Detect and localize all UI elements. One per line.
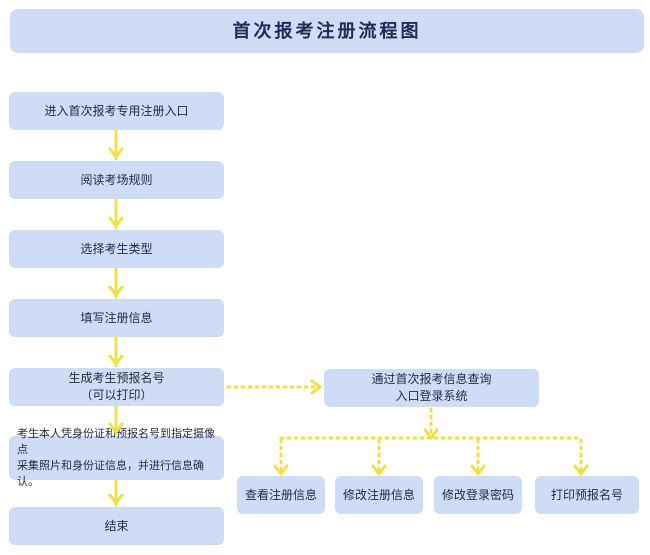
step-read-rules-label: 阅读考场规则 (80, 172, 153, 187)
arrow-5-6-head (108, 422, 124, 434)
drop-password-head (470, 464, 486, 476)
step-read-rules: 阅读考场规则 (9, 161, 224, 199)
option-change-password: 修改登录密码 (434, 476, 522, 514)
step-enter-registration: 进入首次报考专用注册入口 (9, 92, 224, 130)
step-choose-type-label: 选择考生类型 (80, 241, 153, 256)
step-end-label: 结束 (104, 518, 129, 533)
step-generate-number: 生成考生预报名号 （可以打印） (9, 368, 224, 406)
option-print-number-label: 打印预报名号 (550, 487, 623, 502)
step-fill-info-label: 填写注册信息 (80, 310, 153, 325)
arrow-6-7-head (108, 493, 124, 505)
step-enter-registration-label: 进入首次报考专用注册入口 (44, 103, 189, 118)
arrow-3-4-head (108, 285, 124, 297)
query-entry-line1: 通过首次报考信息查询 (371, 372, 492, 386)
option-edit-registration: 修改注册信息 (335, 476, 423, 514)
drop-print-head (573, 464, 589, 476)
option-view-registration-label: 查看注册信息 (244, 487, 317, 502)
arrow-2-3-head (108, 216, 124, 228)
option-view-registration: 查看注册信息 (237, 476, 325, 514)
option-print-number: 打印预报名号 (535, 476, 639, 514)
query-entry-box: 通过首次报考信息查询 入口登录系统 (324, 369, 539, 407)
arrow-4-5-head (108, 354, 124, 366)
drop-view-head (273, 464, 289, 476)
step-end: 结束 (9, 507, 224, 545)
step-generate-number-label: 生成考生预报名号 (68, 371, 165, 385)
step-photo-capture: 考生本人凭身份证和预报名号到指定摄像点 采集照片和身份证信息，并进行信息确认。 (9, 427, 224, 488)
query-stem-head (423, 428, 439, 440)
drop-edit-head (371, 464, 387, 476)
step-photo-capture-line2: 采集照片和身份证信息，并进行信息确认。 (17, 459, 204, 488)
query-entry-line2: 入口登录系统 (395, 389, 468, 403)
option-change-password-label: 修改登录密码 (441, 487, 514, 502)
arrow-to-query-entry-head (310, 379, 322, 395)
step-generate-number-note: （可以打印） (80, 388, 153, 402)
arrow-1-2-head (108, 147, 124, 159)
flowchart-title: 首次报考注册流程图 (10, 9, 644, 53)
option-edit-registration-label: 修改注册信息 (342, 487, 415, 502)
step-choose-type: 选择考生类型 (9, 230, 224, 268)
step-fill-info: 填写注册信息 (9, 299, 224, 337)
